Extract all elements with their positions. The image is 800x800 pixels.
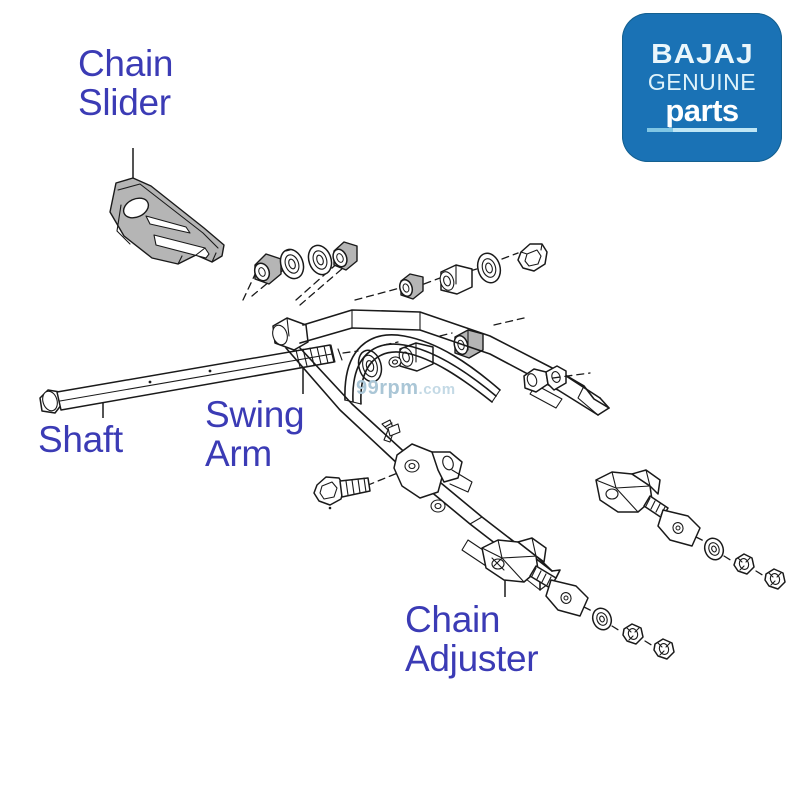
adjuster-rod-threads-lower [531,567,552,586]
part-spacer-collar [439,264,473,295]
label-swing-arm: Swing Arm [205,394,305,475]
logo-brand-text: BAJAJ [650,37,754,69]
part-shaft-spacer [398,342,434,372]
guide-line-16 [723,555,733,562]
hardware-cluster-upper-right [354,243,548,301]
watermark-name: 99rpm [356,377,419,399]
hardware-cluster-shaft [342,317,525,383]
part-shaft-bushing [453,329,484,359]
part-adjuster-nut-lower-1 [622,623,644,645]
label-chain-adjuster: Chain Adjuster [405,599,539,680]
hardware-cluster-upper-left [242,241,358,306]
watermark: 99rpm.com [356,377,456,400]
part-adjuster-nut-upper-1 [733,553,755,575]
part-swing-arm [272,309,610,591]
guide-line-4 [299,267,344,306]
guide-line-19 [611,625,621,632]
guide-line-13 [355,471,401,491]
part-bushing-3 [398,273,424,300]
swing-arm-cross-brace [344,334,501,405]
guide-line-14 [552,372,591,379]
adjuster-rod-threads-upper [645,497,666,516]
guide-line-6 [423,277,441,285]
watermark-tld: .com [418,381,456,398]
part-bushing-1 [253,253,282,285]
part-washer-1 [279,248,305,280]
guide-line-15 [695,536,707,543]
part-washer-2 [307,244,333,276]
part-adjuster-nut-upper-2 [764,568,786,590]
part-adjuster-washer-lower [591,607,613,631]
part-washer-3 [476,252,502,284]
guide-line-17 [755,570,765,577]
guide-line-5 [354,287,401,301]
part-chain-adjuster-lower [481,537,675,660]
part-shaft [39,344,343,414]
bajaj-genuine-parts-logo: BAJAJ GENUINE parts [622,13,782,162]
logo-genuine-text: GENUINE [647,68,757,95]
part-chain-adjuster-upper [552,372,786,590]
guide-line-12 [493,317,525,326]
label-shaft: Shaft [38,419,123,460]
part-hex-nut-top [517,243,548,272]
logo-parts-text: parts [665,92,739,128]
part-adjuster-plate-upper [657,509,701,547]
logo-underline [645,126,757,138]
swing-arm-center-bracket [393,443,473,513]
part-adjuster-plate-lower [545,579,589,617]
part-bushing-2 [332,241,358,271]
guide-line-20 [644,640,654,647]
guide-line-11 [439,332,453,337]
part-chain-slider [109,177,225,265]
swing-arm-upper-mount [523,365,567,393]
guide-line-8 [501,252,519,260]
guide-line-18 [583,606,595,613]
hex-bolt-threads [345,477,367,496]
part-adjuster-nut-lower-2 [653,638,675,660]
part-hex-bolt [313,471,401,510]
part-adjuster-washer-upper [703,537,725,561]
label-chain-slider: Chain Slider [78,43,174,124]
